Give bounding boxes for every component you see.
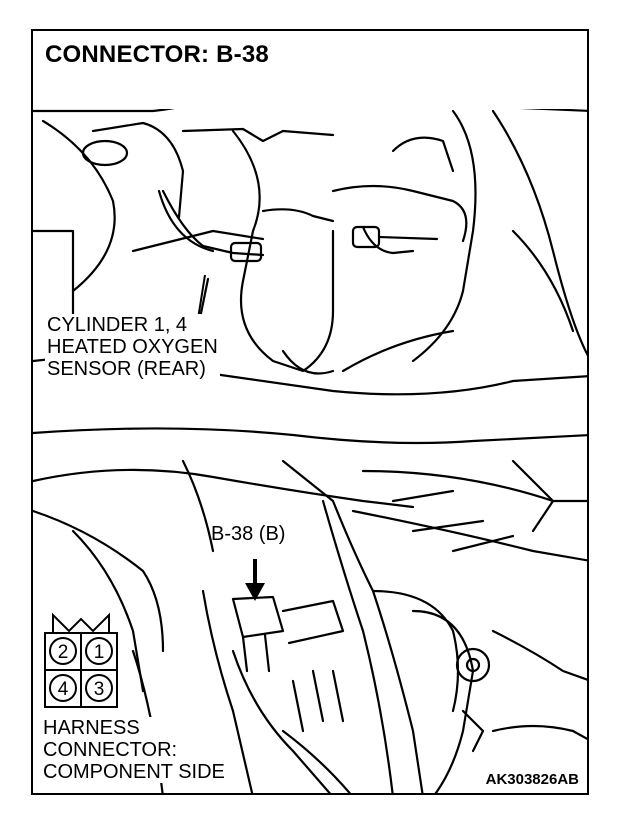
pin-3-label: 3 <box>94 679 105 700</box>
pin-3-circle <box>85 674 113 702</box>
pin-1-circle <box>85 637 113 665</box>
connector-callout: B-38 (B) <box>211 523 286 545</box>
pin-2-label: 2 <box>58 642 69 663</box>
harness-label-line-3: COMPONENT SIDE <box>43 761 225 783</box>
sensor-label-line-3: SENSOR (REAR) <box>47 358 206 380</box>
sensor-label: CYLINDER 1, 4 HEATED OXYGEN SENSOR (REAR… <box>45 314 220 380</box>
sensor-label-line-2: HEATED OXYGEN <box>47 336 218 358</box>
sensor-label-line-1: CYLINDER 1, 4 <box>47 314 188 336</box>
callout-arrow <box>245 559 265 601</box>
pin-4-label: 4 <box>58 679 69 700</box>
harness-label-line-2: CONNECTOR: <box>43 739 178 761</box>
connector-key-tab <box>52 612 110 633</box>
harness-label: HARNESS CONNECTOR: COMPONENT SIDE <box>41 717 227 783</box>
connector-pin-diagram: 2 1 4 3 <box>44 612 118 708</box>
page-title: CONNECTOR: B-38 <box>45 41 269 68</box>
harness-label-line-1: HARNESS <box>43 717 140 739</box>
pin-4-circle <box>49 674 77 702</box>
pin-1-label: 1 <box>94 642 105 663</box>
figure-code: AK303826AB <box>483 771 581 788</box>
engine-illustration <box>33 89 587 793</box>
connector-body <box>231 595 285 639</box>
lower-body-outline <box>33 427 587 445</box>
sensor-wire <box>161 189 265 257</box>
diagram-frame: CONNECTOR: B-38 CYLINDER 1, 4 HEATED OXY… <box>31 29 589 795</box>
title-bar: CONNECTOR: B-38 <box>33 31 587 109</box>
pin-2-circle <box>49 637 77 665</box>
